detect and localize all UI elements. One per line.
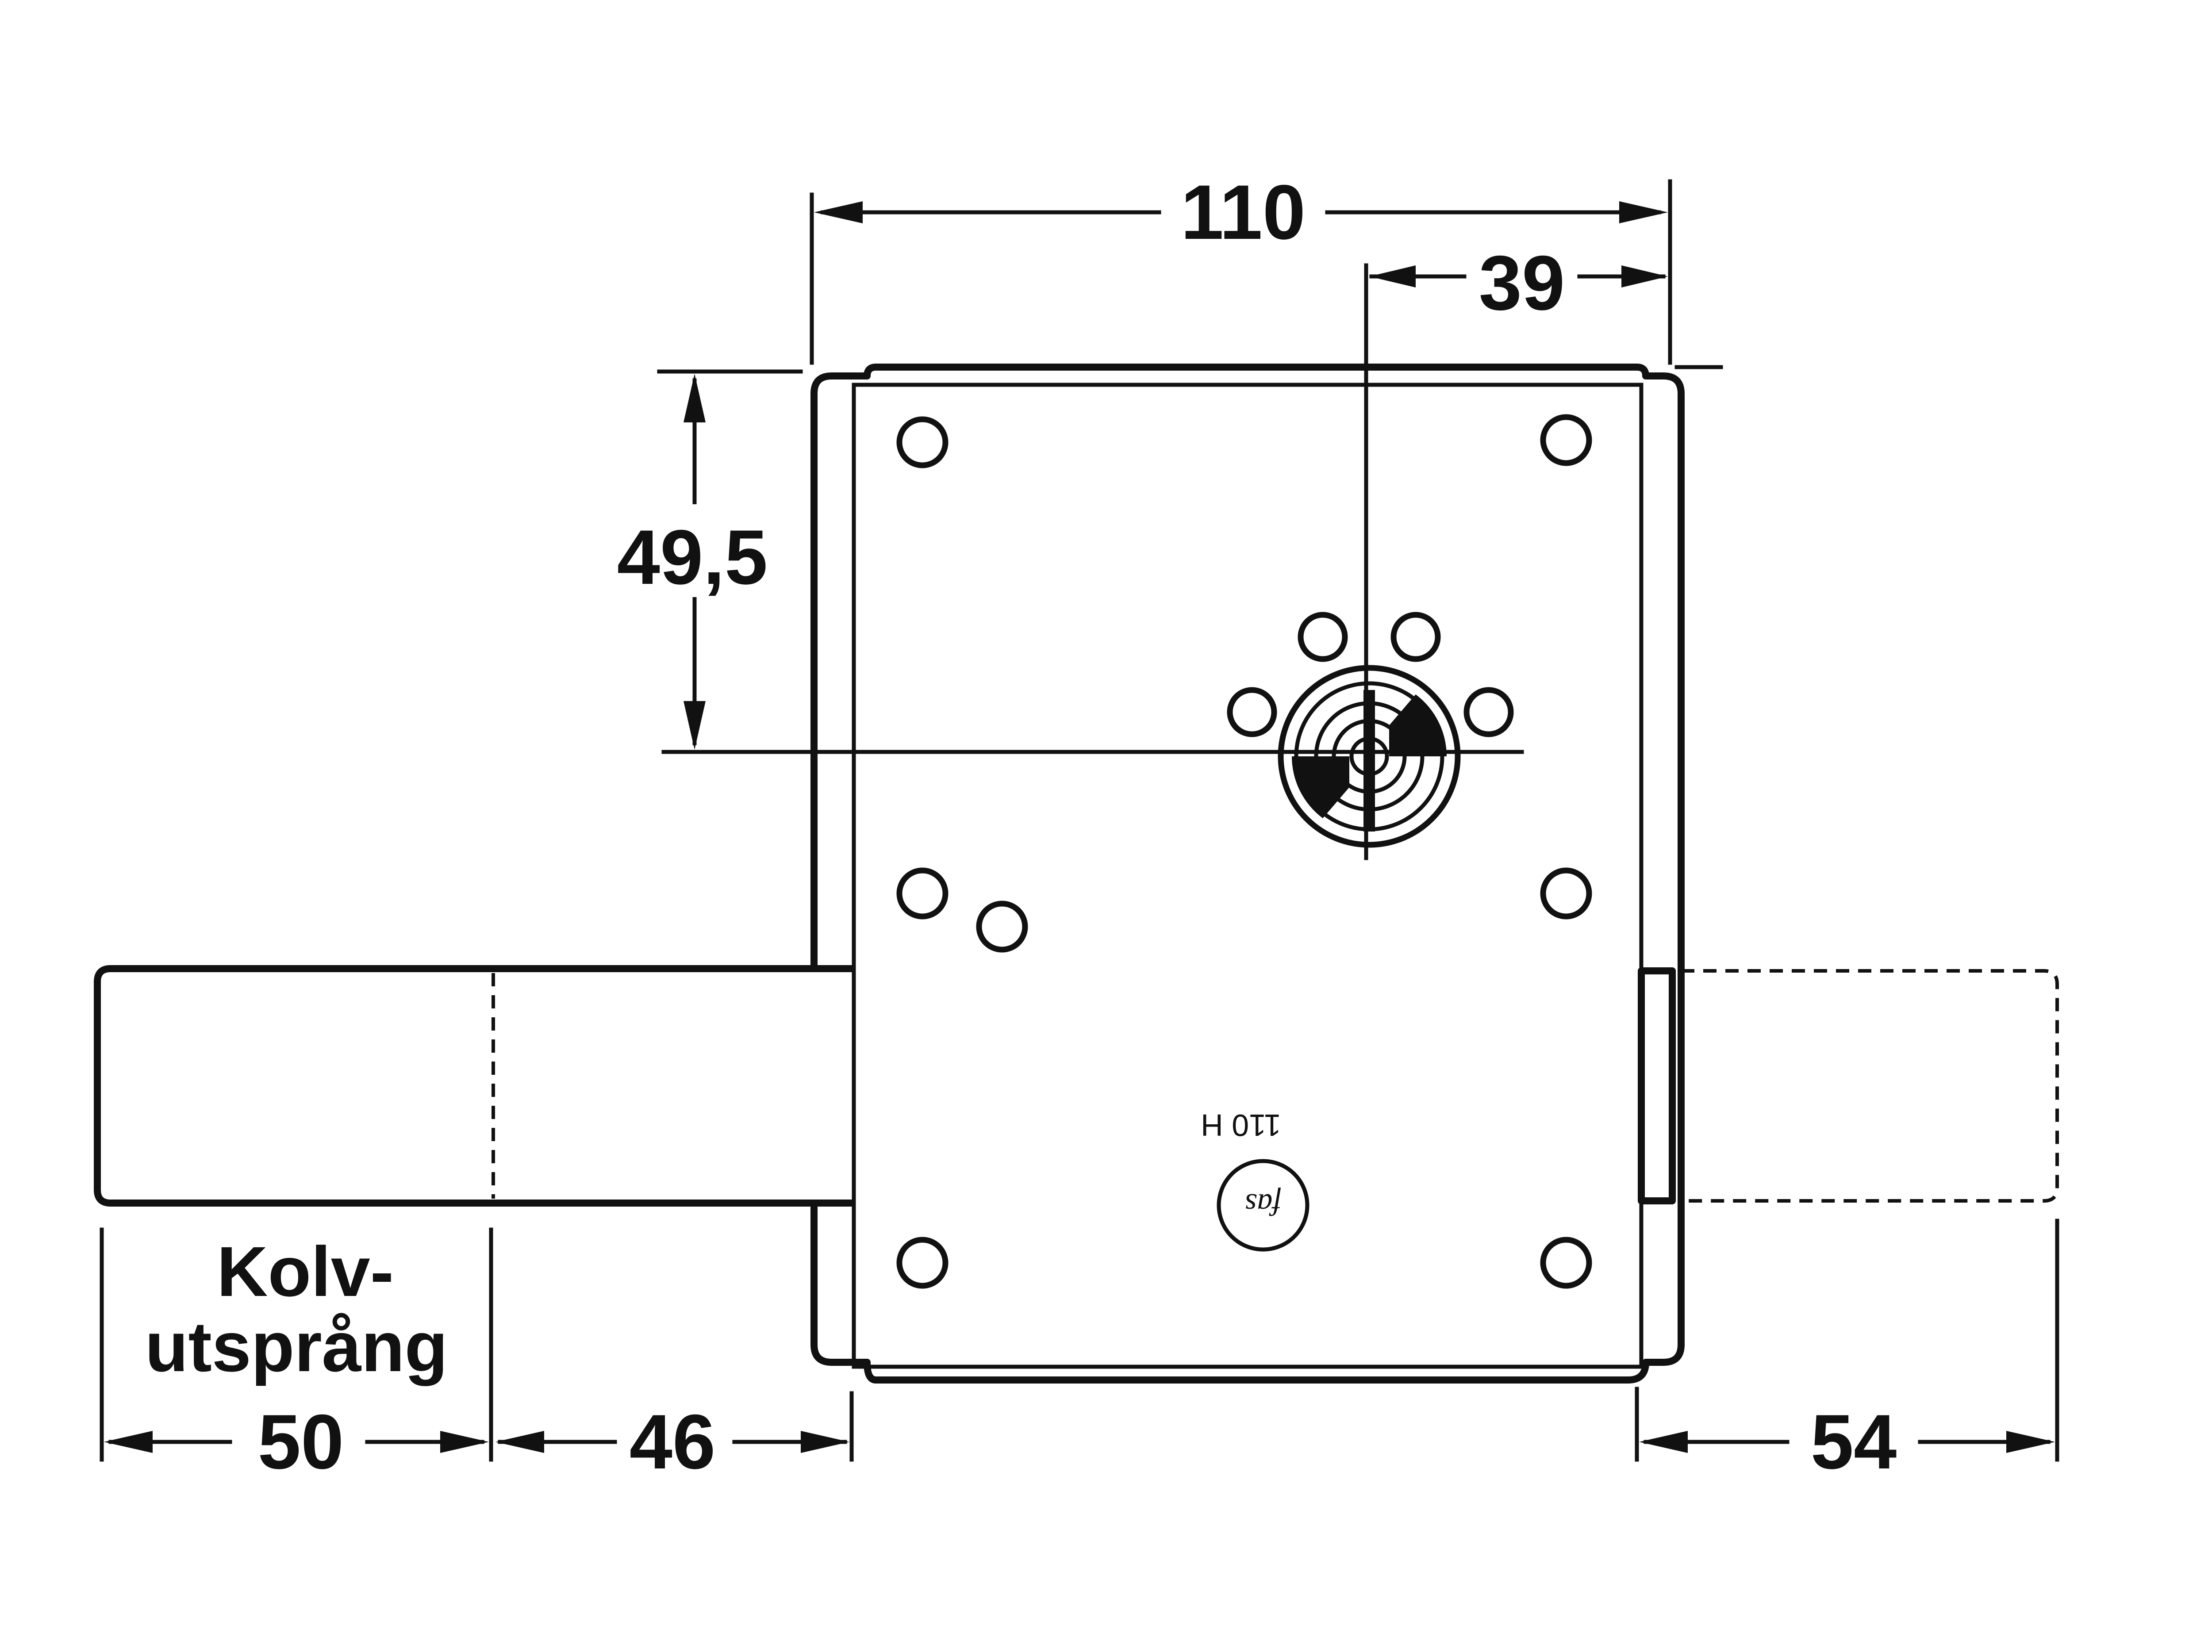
strike-dashed-outline: [1681, 969, 2059, 1203]
dimension-arrow-icon: [1369, 265, 1416, 287]
dimension-bolt-inside: 46: [495, 1391, 854, 1485]
screw-hole-icon: [1298, 612, 1348, 662]
bolt: [94, 965, 854, 1207]
dimension-cylinder-height-text: 49,5: [617, 514, 768, 601]
dimension-arrow-icon: [495, 1431, 544, 1453]
dimension-arrow-icon: [440, 1431, 489, 1453]
dimension-strike-length-text: 54: [1811, 1399, 1897, 1485]
dimension-cylinder-offset: 39: [1369, 240, 1723, 369]
dimension-arrow-icon: [2006, 1431, 2055, 1453]
dimension-overall-width-text: 110: [1181, 169, 1306, 256]
dimension-cylinder-offset-text: 39: [1479, 240, 1565, 326]
screw-hole-icon: [896, 1237, 949, 1289]
screw-hole-icon: [1540, 414, 1592, 466]
dimension-strike-length: 54: [1635, 1219, 2059, 1485]
screw-hole-icon: [976, 901, 1028, 953]
dimension-cylinder-height: 49,5: [606, 369, 803, 750]
dimension-overall-width: 110: [810, 169, 1672, 365]
screw-hole-icon: [1463, 687, 1514, 737]
screw-hole-icon: [896, 416, 949, 468]
screw-hole-icon: [1540, 1237, 1592, 1289]
dimension-arrow-icon: [1621, 265, 1668, 287]
screw-hole-icon: [896, 867, 949, 920]
fas-logo-icon: fas: [1217, 1159, 1310, 1252]
dimension-arrow-icon: [104, 1431, 153, 1453]
dimension-arrow-icon: [684, 701, 706, 750]
lock-case: 110 H fas: [810, 364, 1685, 1384]
bolt-label-line1: Kolv-: [217, 1232, 394, 1311]
dimension-arrow-icon: [1639, 1431, 1688, 1453]
dimension-arrow-icon: [684, 374, 706, 422]
svg-text:fas: fas: [1245, 1187, 1281, 1221]
case-outer-outline: [810, 364, 1685, 1384]
screw-hole-icon: [1390, 612, 1441, 662]
bolt-outline: [94, 965, 854, 1207]
dimension-bolt-inside-text: 46: [630, 1399, 716, 1485]
screw-hole-icon: [1227, 687, 1277, 737]
dimension-arrow-icon: [1619, 201, 1668, 223]
case-stamp: 110 H fas: [1201, 1108, 1310, 1252]
screw-hole-icon: [1540, 867, 1592, 920]
dimension-bolt-throw-text: 50: [258, 1399, 344, 1485]
lock-cylinder-icon: [1278, 665, 1461, 848]
strike-keeper: [1638, 967, 2059, 1204]
bolt-label-line2: utsprång: [145, 1307, 448, 1386]
center-lines: [661, 263, 1524, 860]
dimension-bolt-throw: 50 Kolv- utsprång: [100, 1227, 493, 1485]
dimension-arrow-icon: [814, 201, 863, 223]
strike-plate: [1638, 967, 1676, 1204]
case-model-text: 110 H: [1201, 1108, 1281, 1142]
dimension-arrow-icon: [801, 1431, 849, 1453]
